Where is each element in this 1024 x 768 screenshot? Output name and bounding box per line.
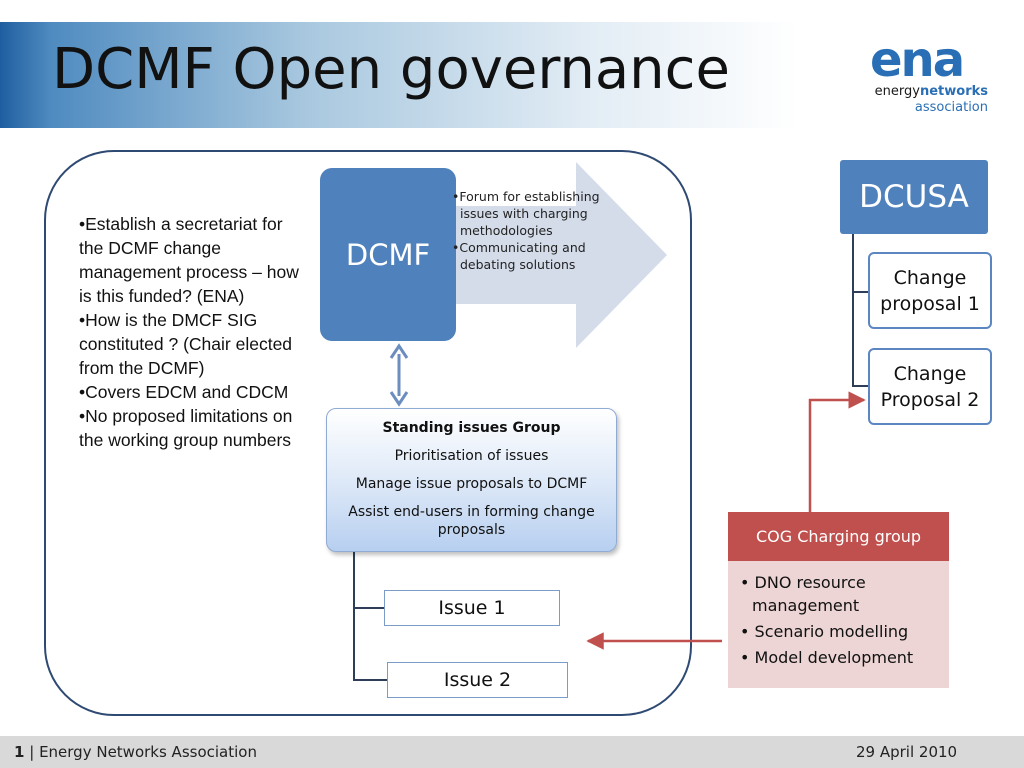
issue-box-2: Issue 2	[387, 662, 568, 698]
footer-left: 1 | Energy Networks Association	[14, 743, 257, 761]
ena-logo: ena energynetworks association	[870, 36, 1000, 116]
dcmf-standing-link-arrow	[389, 343, 409, 407]
bullet-item: •How is the DMCF SIG constituted ? (Chai…	[79, 310, 293, 378]
standing-issues-group-box: Standing issues Group Prioritisation of …	[326, 408, 617, 552]
dcmf-governance-frame	[44, 150, 692, 716]
dcusa-tree-connector	[852, 234, 868, 387]
dcmf-notes: •Forum for establishing issues with char…	[452, 188, 612, 273]
cog-list-item: • DNO resource management	[740, 573, 866, 615]
logo-mark: ena	[870, 32, 965, 88]
cog-item-text: Scenario modelling	[754, 622, 909, 641]
logo-word-networks: networks	[919, 84, 988, 99]
bullet-item: •No proposed limitations on the working …	[79, 406, 293, 450]
bullet-item: •Covers EDCM and CDCM	[79, 382, 289, 402]
logo-word-energy: energy	[874, 84, 920, 99]
arrow-shape	[430, 162, 667, 348]
issue-box-1: Issue 1	[384, 590, 560, 626]
change-proposal-1-box: Change proposal 1	[868, 252, 992, 329]
dcmf-note: •Communicating and debating solutions	[452, 240, 586, 272]
cog-item-text: Model development	[754, 648, 914, 667]
dcmf-chevron-arrow	[430, 162, 667, 348]
cog-item-text: DNO resource management	[752, 573, 866, 615]
dcmf-note: •Forum for establishing issues with char…	[452, 189, 600, 238]
dcusa-box: DCUSA	[840, 160, 988, 234]
cog-charging-group-header: COG Charging group	[728, 512, 949, 561]
header-band	[0, 22, 1024, 128]
footer-date: 29 April 2010	[856, 743, 958, 761]
standing-group-line: Manage issue proposals to DCMF	[355, 476, 588, 492]
logo-text-line1: energynetworks	[875, 84, 988, 99]
standing-group-line: Assist end-users in forming change propo…	[348, 504, 595, 538]
issues-tree-connector	[353, 552, 387, 681]
governance-bullet-list: •Establish a secretariat for the DCMF ch…	[79, 212, 299, 452]
cog-list-item: • Model development	[740, 648, 914, 667]
bullet-item: •Establish a secretariat for the DCMF ch…	[79, 214, 299, 306]
logo-text-line2: association	[914, 100, 988, 115]
page-number: 1	[14, 743, 25, 761]
change-proposal-2-box: Change Proposal 2	[868, 348, 992, 425]
cog-list-item: • Scenario modelling	[740, 622, 909, 641]
footer-separator: |	[29, 743, 35, 761]
standing-group-title: Standing issues Group	[382, 420, 561, 436]
cog-charging-group-list: • DNO resource management • Scenario mod…	[728, 561, 949, 688]
footer-organisation: Energy Networks Association	[39, 743, 257, 761]
cog-to-change-proposal-arrow	[808, 391, 866, 512]
dcmf-box: DCMF	[320, 168, 456, 341]
footer-bar: 1 | Energy Networks Association 29 April…	[0, 736, 1024, 768]
standing-group-line: Prioritisation of issues	[394, 448, 549, 464]
page-title: DCMF Open governance	[52, 37, 730, 102]
